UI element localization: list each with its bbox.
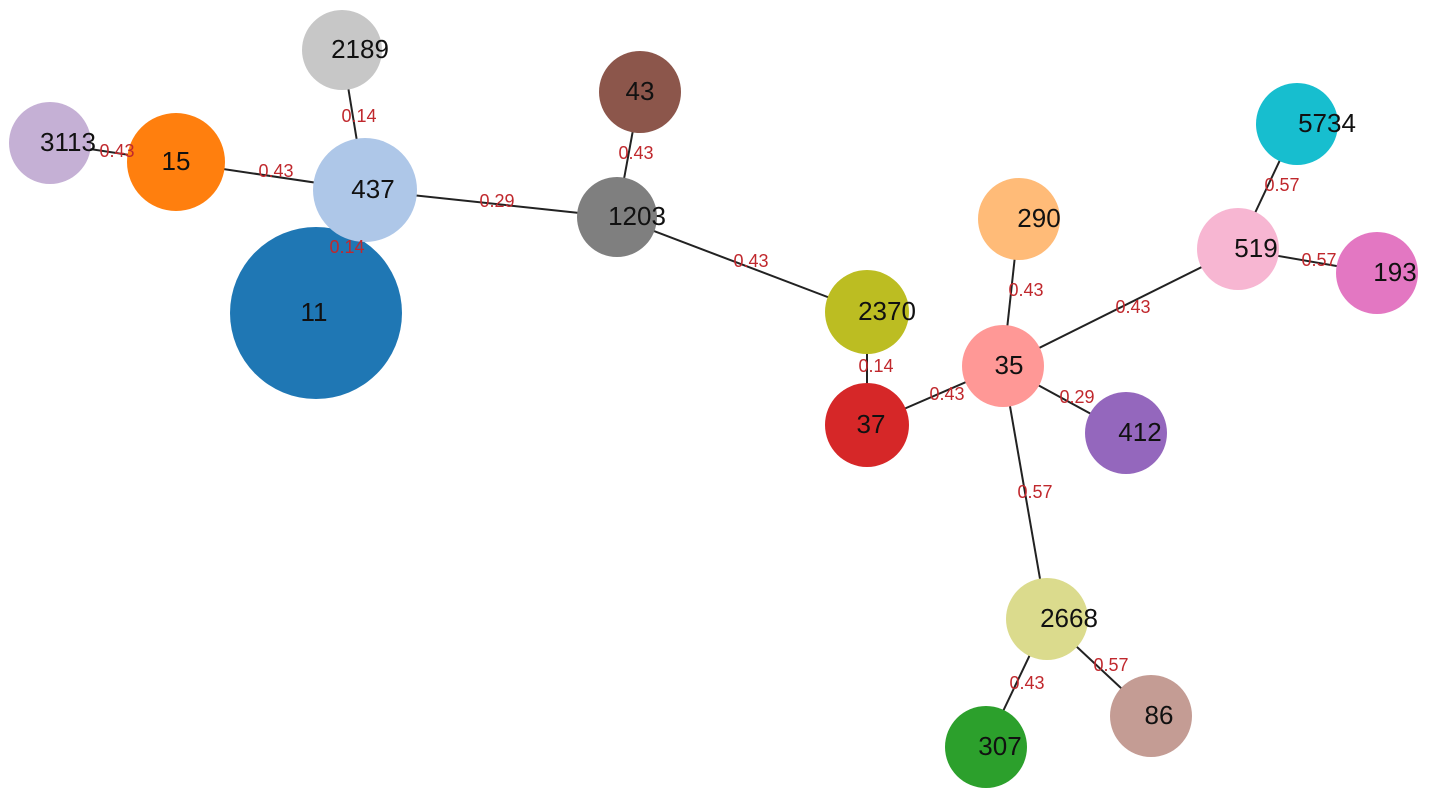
node-circle-86 (1110, 675, 1192, 757)
node-label-2668: 2668 (1040, 603, 1098, 633)
edge-weight-label-2668-307: 0.43 (1009, 673, 1044, 693)
node-circle-290 (978, 178, 1060, 260)
node-290: 290 (978, 178, 1061, 260)
node-label-35: 35 (995, 350, 1024, 380)
node-412: 412 (1085, 392, 1167, 474)
edge-weight-label-43-1203: 0.43 (618, 143, 653, 163)
edge-weight-label-437-1203: 0.29 (479, 191, 514, 211)
edge-weight-label-15-437: 0.43 (258, 161, 293, 181)
node-circle-193 (1336, 232, 1418, 314)
node-circle-2668 (1006, 578, 1088, 660)
edge-labels-layer: 0.14 0.43 0.43 0.14 0.29 0.43 0.43 0.14 0.43 0.43… (99, 106, 1336, 693)
edge-weight-label-35-2668: 0.57 (1017, 482, 1052, 502)
node-label-519: 519 (1234, 233, 1277, 263)
edge-weight-label-3113-15: 0.43 (99, 141, 134, 161)
node-circle-11 (230, 227, 402, 399)
node-label-43: 43 (626, 76, 655, 106)
edge-weight-label-35-519: 0.43 (1115, 297, 1150, 317)
node-label-2189: 2189 (331, 34, 389, 64)
node-label-2370: 2370 (858, 296, 916, 326)
node-circle-519 (1197, 208, 1279, 290)
node-label-290: 290 (1017, 203, 1060, 233)
node-circle-43 (599, 51, 681, 133)
node-circle-35 (962, 325, 1044, 407)
node-label-437: 437 (351, 174, 394, 204)
node-circle-5734 (1256, 83, 1338, 165)
edge-weight-label-37-35: 0.43 (929, 384, 964, 404)
node-15: 15 (127, 113, 225, 211)
edge-weight-label-290-35: 0.43 (1008, 280, 1043, 300)
edge-weight-label-35-412: 0.29 (1059, 387, 1094, 407)
node-label-86: 86 (1145, 700, 1174, 730)
edge-weight-label-2189-437: 0.14 (341, 106, 376, 126)
edge-1203-2370 (616, 216, 868, 313)
node-label-307: 307 (978, 731, 1021, 761)
node-label-1203: 1203 (608, 201, 666, 231)
node-circle-2189 (302, 10, 382, 90)
node-35: 35 (962, 325, 1044, 407)
node-193: 193 (1336, 232, 1418, 314)
node-circle-3113 (9, 102, 91, 184)
node-307: 307 (945, 706, 1027, 788)
node-2189: 2189 (302, 10, 389, 90)
node-circle-412 (1085, 392, 1167, 474)
node-circle-2370 (825, 270, 909, 354)
node-37: 37 (825, 383, 909, 467)
edge-weight-label-1203-2370: 0.43 (733, 251, 768, 271)
edge-weight-label-519-193: 0.57 (1301, 250, 1336, 270)
node-label-37: 37 (857, 409, 886, 439)
node-1203: 1203 (577, 177, 666, 257)
node-437: 437 (313, 138, 417, 242)
node-circle-307 (945, 706, 1027, 788)
node-2370: 2370 (825, 270, 916, 354)
node-circle-437 (313, 138, 417, 242)
node-86: 86 (1110, 675, 1192, 757)
edge-weight-label-2370-37: 0.14 (858, 356, 893, 376)
edge-weight-label-437-11: 0.14 (329, 237, 364, 257)
node-label-15: 15 (162, 146, 191, 176)
node-label-412: 412 (1118, 417, 1161, 447)
node-43: 43 (599, 51, 681, 133)
edge-weight-label-2668-86: 0.57 (1093, 655, 1128, 675)
node-2668: 2668 (1006, 578, 1098, 660)
node-3113: 3113 (9, 102, 96, 184)
edge-35-519 (1002, 248, 1239, 367)
node-circle-15 (127, 113, 225, 211)
node-label-3113: 3113 (40, 127, 96, 157)
node-5734: 5734 (1256, 83, 1356, 165)
node-label-193: 193 (1373, 257, 1416, 287)
node-label-5734: 5734 (1298, 108, 1356, 138)
node-circle-37 (825, 383, 909, 467)
node-circle-1203 (577, 177, 657, 257)
node-519: 519 (1197, 208, 1279, 290)
edge-weight-label-5734-519: 0.57 (1264, 175, 1299, 195)
edge-35-2668 (1002, 365, 1048, 620)
nodes-layer: 11 437 2189 15 3113 43 1203 2370 37 35 290 412 519 57… (9, 10, 1418, 788)
edges-layer (49, 49, 1378, 748)
node-label-11: 11 (301, 297, 328, 327)
node-11: 11 (230, 227, 402, 399)
